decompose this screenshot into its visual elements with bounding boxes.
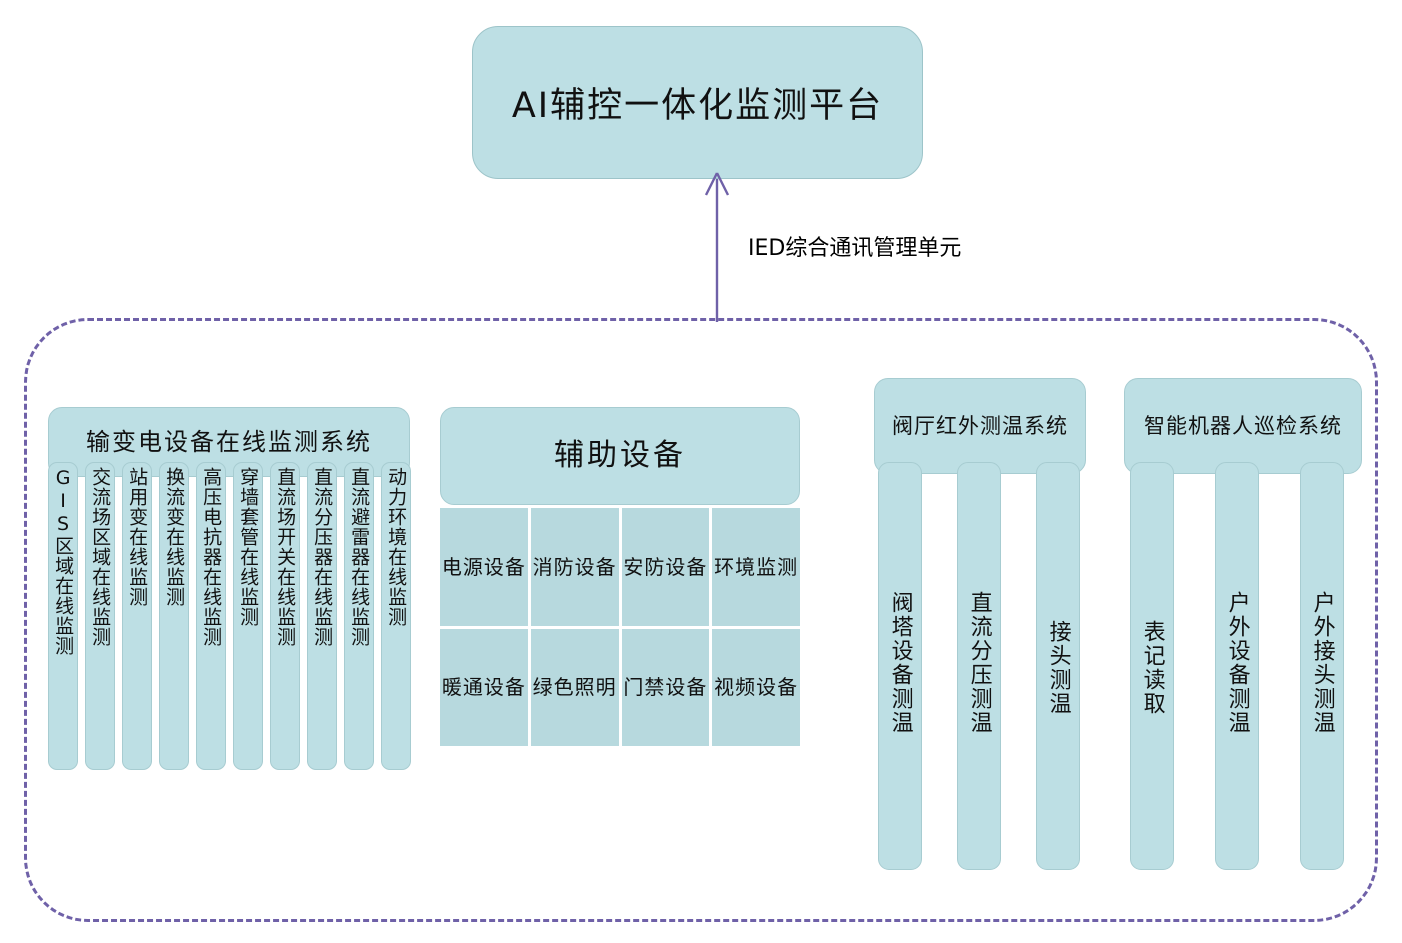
group-title-text: 输变电设备在线监测系统 xyxy=(86,427,372,456)
item-label: 户外接头测温 xyxy=(1309,591,1335,735)
item-bar-outdoor-joint-temp[interactable]: 户外接头测温 xyxy=(1300,462,1344,870)
group-title-text: 阀厅红外测温系统 xyxy=(892,413,1068,438)
item-label: 换流变在线监测 xyxy=(163,467,186,607)
item-label: 直流避雷器在线监测 xyxy=(348,467,371,647)
item-bar-dc-yard-switch[interactable]: 直流场开关在线监测 xyxy=(270,462,300,770)
item-bar-gis-area[interactable]: GIS区域在线监测 xyxy=(48,462,78,770)
aux-cell-label: 消防设备 xyxy=(532,554,617,579)
item-label: 直流场开关在线监测 xyxy=(274,467,297,647)
aux-cell-label: 电源设备 xyxy=(441,554,526,579)
aux-cell-label: 门禁设备 xyxy=(623,675,708,700)
connector-label: IED综合通讯管理单元 xyxy=(748,236,962,261)
item-label: 直流分压器在线监测 xyxy=(311,467,334,647)
group-title-text: 智能机器人巡检系统 xyxy=(1144,413,1342,438)
item-bar-dc-voltage-divider[interactable]: 直流分压器在线监测 xyxy=(307,462,337,770)
item-bar-dc-arrester[interactable]: 直流避雷器在线监测 xyxy=(344,462,374,770)
item-label: 交流场区域在线监测 xyxy=(89,467,112,647)
aux-cell-video-equipment[interactable]: 视频设备 xyxy=(712,628,800,746)
item-bar-valve-tower-temp[interactable]: 阀塔设备测温 xyxy=(878,462,922,870)
auxiliary-equipment-grid: 电源设备 消防设备 安防设备 环境监测 暖通设备 绿色照明 门禁设备 视频设备 xyxy=(440,508,800,746)
aux-cell-environment-monitoring[interactable]: 环境监测 xyxy=(712,508,800,626)
item-label: 阀塔设备测温 xyxy=(887,591,913,735)
aux-cell-hvac-equipment[interactable]: 暖通设备 xyxy=(440,628,528,746)
aux-cell-label: 绿色照明 xyxy=(532,675,617,700)
aux-cell-label: 暖通设备 xyxy=(441,675,526,700)
system-boundary xyxy=(24,318,1378,922)
platform-title: AI辅控一体化监测平台 xyxy=(511,86,884,126)
aux-cell-fire-equipment[interactable]: 消防设备 xyxy=(530,508,619,626)
item-bar-power-environment[interactable]: 动力环境在线监测 xyxy=(381,462,411,770)
item-bar-converter-transformer[interactable]: 换流变在线监测 xyxy=(159,462,189,770)
aux-cell-green-lighting[interactable]: 绿色照明 xyxy=(530,628,619,746)
group-header-intelligent-robot-inspection: 智能机器人巡检系统 xyxy=(1124,378,1362,474)
item-label: 动力环境在线监测 xyxy=(385,467,408,627)
item-label: GIS区域在线监测 xyxy=(52,467,75,656)
aux-cell-power-equipment[interactable]: 电源设备 xyxy=(440,508,528,626)
platform-box: AI辅控一体化监测平台 xyxy=(472,26,923,179)
item-label: 接头测温 xyxy=(1045,620,1071,716)
group-header-valve-hall-infrared: 阀厅红外测温系统 xyxy=(874,378,1086,474)
item-bar-outdoor-equipment-temp[interactable]: 户外设备测温 xyxy=(1215,462,1259,870)
aux-cell-access-control[interactable]: 门禁设备 xyxy=(621,628,710,746)
item-bar-station-transformer[interactable]: 站用变在线监测 xyxy=(122,462,152,770)
item-label: 表记读取 xyxy=(1139,620,1165,716)
item-label: 站用变在线监测 xyxy=(126,467,149,607)
up-arrow-icon xyxy=(704,172,730,322)
group-header-auxiliary-equipment: 辅助设备 xyxy=(440,407,800,505)
item-label: 穿墙套管在线监测 xyxy=(237,467,260,627)
item-bar-dc-divider-temp[interactable]: 直流分压测温 xyxy=(957,462,1001,870)
aux-cell-label: 环境监测 xyxy=(714,554,799,579)
item-bar-joint-temp[interactable]: 接头测温 xyxy=(1036,462,1080,870)
aux-cell-label: 安防设备 xyxy=(623,554,708,579)
aux-cell-label: 视频设备 xyxy=(714,675,799,700)
item-bar-wall-bushing[interactable]: 穿墙套管在线监测 xyxy=(233,462,263,770)
group-title-text: 辅助设备 xyxy=(554,437,686,473)
item-label: 户外设备测温 xyxy=(1224,591,1250,735)
item-bar-meter-reading[interactable]: 表记读取 xyxy=(1130,462,1174,870)
item-label: 直流分压测温 xyxy=(966,591,992,735)
item-bar-ac-yard-area[interactable]: 交流场区域在线监测 xyxy=(85,462,115,770)
item-label: 高压电抗器在线监测 xyxy=(200,467,223,647)
item-bar-hv-reactor[interactable]: 高压电抗器在线监测 xyxy=(196,462,226,770)
aux-cell-security-equipment[interactable]: 安防设备 xyxy=(621,508,710,626)
